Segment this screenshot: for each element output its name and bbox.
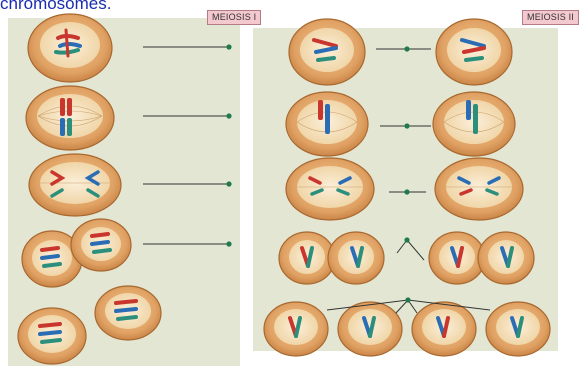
pointer-dot (404, 189, 409, 194)
cell-daughter-1b (95, 286, 161, 340)
cell-telophase-2a (279, 232, 384, 284)
pointer-dot (226, 241, 231, 246)
cell-telophase-1 (22, 219, 131, 287)
pointer-dot (405, 297, 410, 302)
cell-prophase-2b (436, 19, 512, 85)
cell-prophase-1 (28, 14, 112, 82)
cell-metaphase-2a (286, 92, 368, 156)
cell-metaphase-1 (26, 86, 114, 150)
pointer-dot (226, 113, 231, 118)
cell-daughter-2b (338, 302, 402, 356)
cell-daughter-2a (264, 302, 328, 356)
pointer-dot (226, 44, 231, 49)
cell-anaphase-2b (435, 158, 523, 220)
cell-metaphase-2b (433, 92, 515, 156)
cell-prophase-2a (289, 19, 365, 85)
cell-daughter-1a (18, 308, 86, 364)
cell-daughter-2d (486, 302, 550, 356)
cell-anaphase-1 (29, 154, 121, 216)
pointer-dot (404, 123, 409, 128)
cell-anaphase-2a (286, 158, 374, 220)
pointer-dot (404, 237, 409, 242)
pointer-dot (404, 46, 409, 51)
pointer-dot (226, 181, 231, 186)
cell-daughter-2c (412, 302, 476, 356)
cell-telophase-2b (429, 232, 534, 284)
